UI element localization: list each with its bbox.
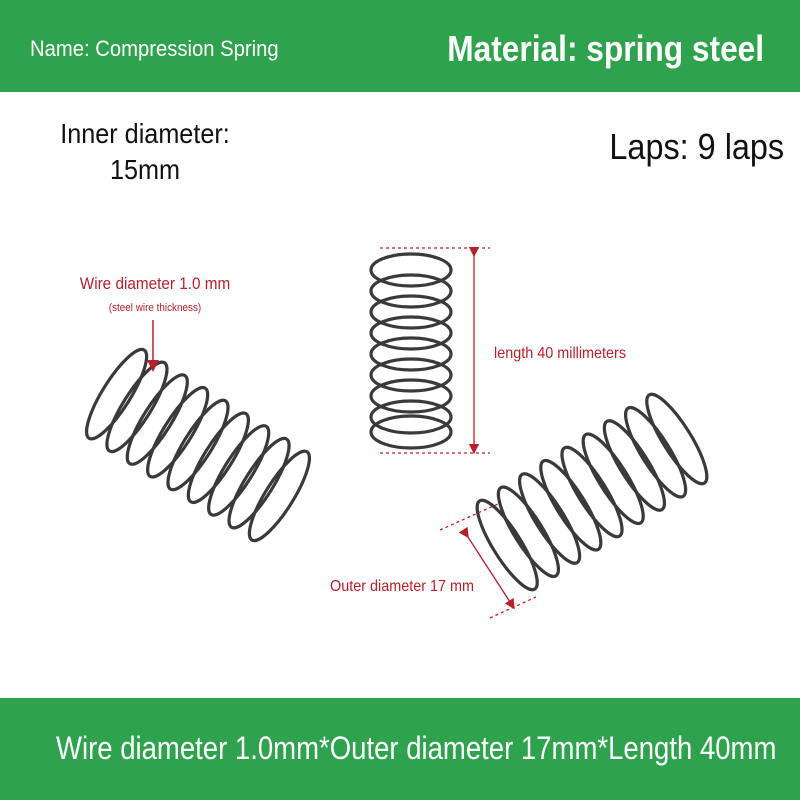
spec-summary: Wire diameter 1.0mm*Outer diameter 17mm*… [56, 730, 777, 766]
wire-thickness-note: (steel wire thickness) [108, 302, 202, 314]
left-spring-image [84, 347, 312, 543]
length-label: length 40 millimeters [494, 345, 627, 362]
bottom-banner: Wire diameter 1.0mm*Outer diameter 17mm*… [0, 698, 800, 800]
product-name: Name: Compression Spring [30, 36, 279, 61]
right-spring-image [475, 392, 709, 592]
inner-diameter-label: Inner diameter: 15mm [51, 116, 240, 188]
laps-label: Laps: 9 laps [609, 126, 784, 167]
inner-diameter-value: 15mm [109, 154, 181, 185]
outer-diameter-dimension [439, 503, 537, 619]
outer-diameter-label: Outer diameter 17 mm [330, 578, 475, 595]
length-dimension [380, 246, 490, 455]
material-label: Material: spring steel [447, 28, 764, 69]
inner-diameter-title: Inner diameter: [60, 118, 230, 149]
top-banner: Name: Compression Spring Material: sprin… [0, 0, 800, 92]
wire-diameter-label: Wire diameter 1.0 mm [79, 274, 231, 293]
center-spring-image [369, 252, 453, 450]
